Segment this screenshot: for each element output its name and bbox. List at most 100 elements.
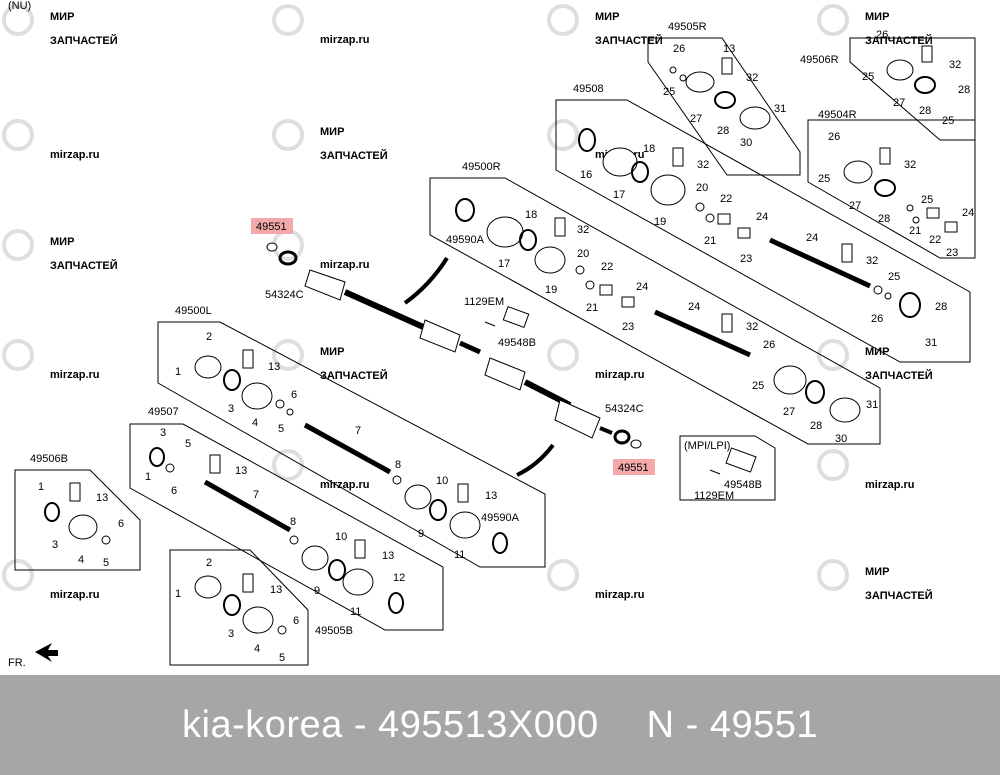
frame-mpi-lpi [679, 435, 776, 501]
part-label-49590a-bottom[interactable]: 49590A [481, 512, 520, 524]
watermark-logo-13: МИР ЗАПЧАСТЕЙ [817, 339, 933, 382]
part-label-49590a-top[interactable]: 49590A [446, 234, 485, 246]
assembly-label-49508[interactable]: 49508 [573, 83, 604, 95]
callout-23-49504r: 23 [946, 247, 958, 259]
assembly-label-49504r[interactable]: 49504R [818, 109, 857, 121]
callout-26-49500r: 25 [752, 380, 764, 392]
callout-21-49500r: 21 [586, 302, 598, 314]
part-label-49548b-bottom[interactable]: 49548B [724, 479, 762, 491]
highlight-label-top[interactable]: 49551 [256, 221, 287, 233]
callout-22-49500r: 22 [601, 261, 613, 273]
svg-text:ЗАПЧАСТЕЙ: ЗАПЧАСТЕЙ [865, 369, 933, 382]
callout-1-49506b: 1 [38, 481, 44, 493]
callout-6-49500l: 6 [291, 389, 297, 401]
svg-text:ЗАПЧАСТЕЙ: ЗАПЧАСТЕЙ [865, 34, 933, 47]
frame-49508 [555, 99, 971, 363]
callout-26-49506r: 25 [862, 71, 874, 83]
assembly-label-49506b[interactable]: 49506B [30, 453, 68, 465]
watermark-logo-11: МИР ЗАПЧАСТЕЙ [272, 339, 388, 382]
svg-text:mirzap.ru: mirzap.ru [320, 479, 370, 491]
callout-32-49500r: 32 [577, 224, 589, 236]
callout-32-49506r: 32 [949, 59, 961, 71]
callout-6-49506b: 6 [118, 518, 124, 530]
outer-cv-joint-2 [484, 357, 526, 391]
svg-text:mirzap.ru: mirzap.ru [50, 149, 100, 161]
watermark-logo-3: МИР ЗАПЧАСТЕЙ [547, 4, 663, 47]
callout-28-49506r: 27 [893, 97, 905, 109]
assembly-label-49500r[interactable]: 49500R [462, 161, 501, 173]
callout-27: 26 [673, 43, 685, 55]
part-label-1129em-top[interactable]: 1129EM [464, 296, 504, 308]
svg-text:mirzap.ru: mirzap.ru [865, 479, 915, 491]
oil-seal-ring-2 [613, 429, 631, 445]
svg-text:МИР: МИР [50, 11, 74, 23]
part-label-54324c-bottom[interactable]: 54324C [605, 403, 644, 415]
callout-5-49505b: 5 [279, 652, 285, 664]
highlight-label-bottom[interactable]: 49551 [618, 462, 649, 474]
svg-text:mirzap.ru: mirzap.ru [50, 369, 100, 381]
callout-32-49504r: 32 [904, 159, 916, 171]
callout-20-49508: 20 [696, 182, 708, 194]
watermark-logo-1: МИР ЗАПЧАСТЕЙ [2, 4, 118, 47]
washer-part [266, 242, 278, 252]
callout-4-49500l: 4 [252, 417, 258, 429]
assembly-label-49507[interactable]: 49507 [148, 406, 179, 418]
connector-arc-bottom [516, 443, 555, 477]
callout-5-49500l: 5 [278, 423, 284, 435]
assembly-label-49505r[interactable]: 49505R [668, 21, 707, 33]
callout-31-49500r: 31 [866, 399, 878, 411]
callout-28-49504r: 27 [849, 200, 861, 212]
svg-text:ЗАПЧАСТЕЙ: ЗАПЧАСТЕЙ [865, 589, 933, 602]
callout-32b-49500r: 32 [746, 321, 758, 333]
watermark-logo-8: МИР ЗАПЧАСТЕЙ [2, 229, 118, 272]
callout-29-49506r: 28 [919, 105, 931, 117]
callout-19-49500r: 19 [545, 284, 557, 296]
watermark-logo-4: МИР ЗАПЧАСТЕЙ [817, 4, 933, 47]
watermark-logo-12: mirzap.ru [547, 339, 645, 381]
frame-49500r [429, 177, 881, 445]
callout-32-49508: 32 [697, 159, 709, 171]
svg-text:ЗАПЧАСТЕЙ: ЗАПЧАСТЕЙ [50, 259, 118, 272]
assembly-label-49506r[interactable]: 49506R [800, 54, 839, 66]
watermark-logo-18: МИР ЗАПЧАСТЕЙ [817, 559, 933, 602]
reference-number-text: N - 49551 [646, 703, 818, 746]
callout-31-49508: 31 [925, 337, 937, 349]
assembly-label-49505b[interactable]: 49505B [315, 625, 353, 637]
svg-text:mirzap.ru: mirzap.ru [595, 589, 645, 601]
outer-cv-joint [304, 269, 346, 301]
part-label-49548b-top[interactable]: 49548B [498, 337, 536, 349]
svg-text:mirzap.ru: mirzap.ru [595, 369, 645, 381]
svg-text:ЗАПЧАСТЕЙ: ЗАПЧАСТЕЙ [595, 34, 663, 47]
watermark-logo-6: МИР ЗАПЧАСТЕЙ [272, 119, 388, 162]
callout-14b-49500l: 13 [485, 490, 497, 502]
svg-text:ЗАПЧАСТЕЙ: ЗАПЧАСТЕЙ [320, 369, 388, 382]
callout-29-49508: 28 [935, 301, 947, 313]
callout-22-49504r: 22 [929, 234, 941, 246]
callout-22-49508: 22 [720, 193, 732, 205]
callout-26-49504r: 25 [818, 173, 830, 185]
callout-19-49508: 19 [654, 216, 666, 228]
callout-3-49505b: 3 [228, 628, 234, 640]
variant-label: (NU) [8, 0, 31, 12]
watermark-logo-16: mirzap.ru [2, 559, 100, 601]
washer-part-2 [630, 439, 642, 449]
callout-28-49500r: 27 [783, 406, 795, 418]
callout-21-49508: 21 [704, 235, 716, 247]
assembly-label-49500l[interactable]: 49500L [175, 305, 212, 317]
watermark-layer: МИР ЗАПЧАСТЕЙ mirzap.ru МИР ЗАПЧАСТЕЙ МИ… [2, 4, 933, 602]
part-label-1129em-bottom[interactable]: 1129EM [694, 490, 734, 502]
svg-text:МИР: МИР [50, 236, 74, 248]
callout-31: 31 [774, 103, 786, 115]
bearing-bracket-top [484, 306, 530, 328]
callout-25-49500r: 24 [688, 301, 700, 313]
svg-text:mirzap.ru: mirzap.ru [50, 589, 100, 601]
callout-14b-49507: 13 [382, 550, 394, 562]
highlight-box-top [251, 218, 293, 234]
connector-arc-top [403, 256, 449, 305]
callout-3-49507: 3 [160, 427, 166, 439]
callout-6-49505b: 6 [293, 615, 299, 627]
part-label-54324c-top[interactable]: 54324C [265, 289, 304, 301]
callout-9-49500l: 9 [418, 528, 424, 540]
svg-text:МИР: МИР [865, 566, 889, 578]
svg-text:ЗАПЧАСТЕЙ: ЗАПЧАСТЕЙ [50, 34, 118, 47]
